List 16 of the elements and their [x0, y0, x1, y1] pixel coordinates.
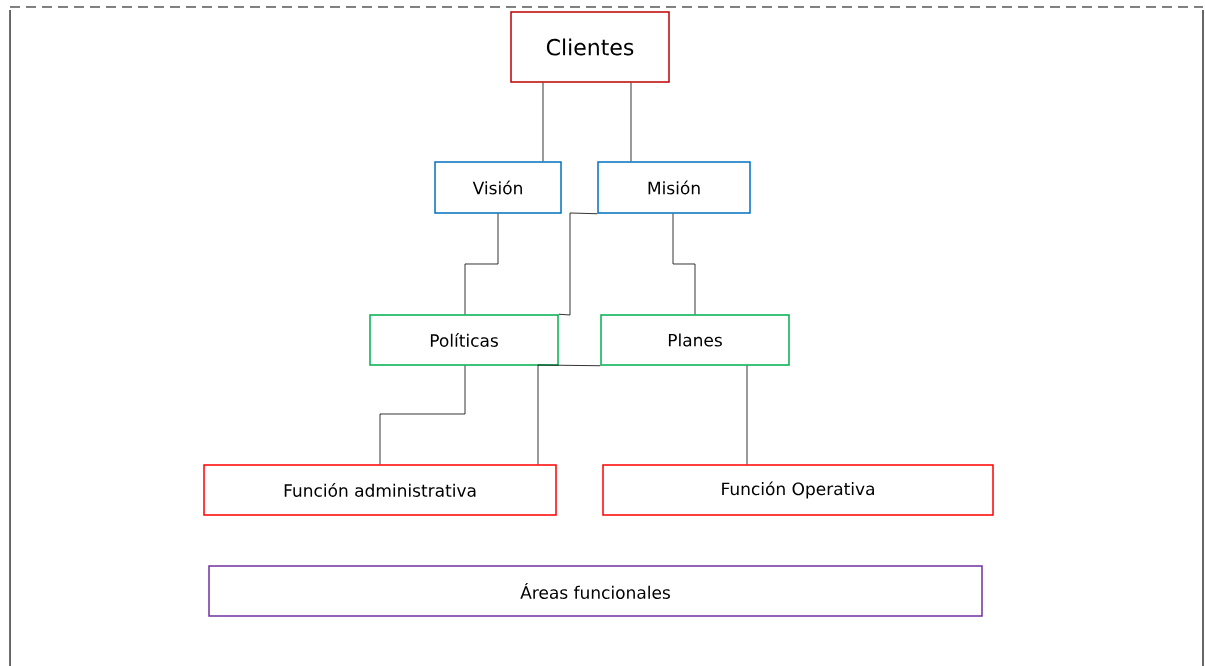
connector-line	[746, 365, 748, 465]
label-box: Misión	[597, 161, 751, 214]
connector-line	[542, 82, 544, 162]
label-box: Clientes	[510, 11, 670, 83]
connector-line	[630, 82, 632, 162]
label-box: Políticas	[369, 314, 559, 366]
connector-line	[379, 365, 466, 465]
connector-line	[464, 213, 499, 315]
connector-line	[672, 213, 696, 315]
label-box: Planes	[600, 314, 790, 366]
label-box: Función administrativa	[203, 464, 557, 516]
connector-line	[537, 364, 601, 465]
label-box: Visión	[434, 161, 562, 214]
label-box: Función Operativa	[602, 464, 994, 516]
label-box: Áreas funcionales	[208, 565, 983, 617]
connector-line	[558, 212, 598, 316]
